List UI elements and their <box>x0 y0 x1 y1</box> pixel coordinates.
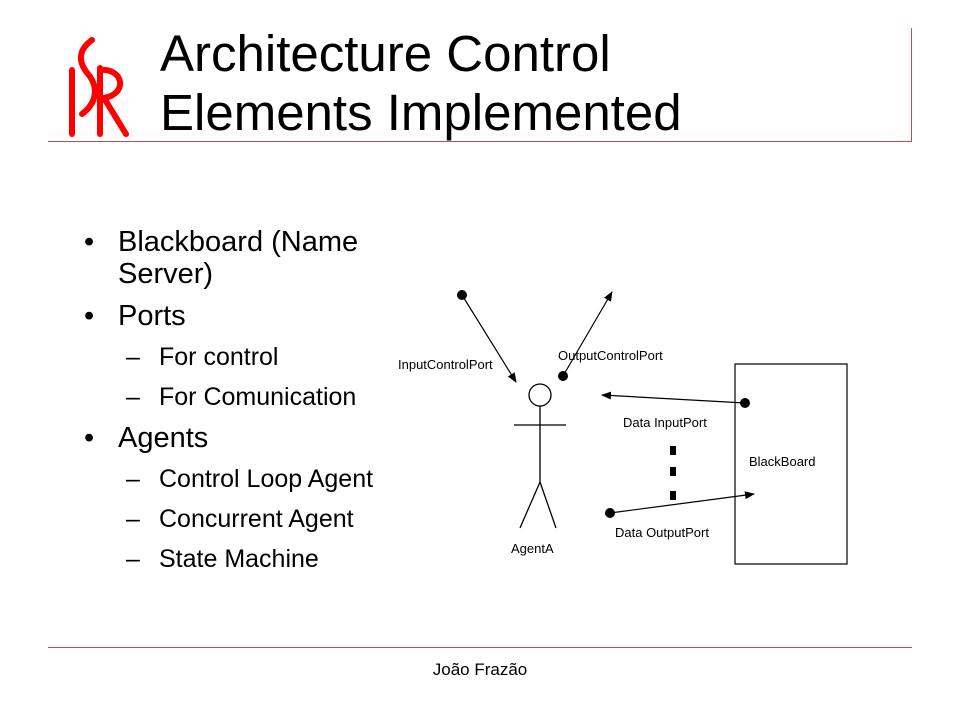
title-line-2: Elements Implemented <box>160 84 682 141</box>
bullet-ports: • Ports <box>84 300 444 332</box>
bullet-list: • Blackboard (Name Server) • Ports – For… <box>84 226 444 584</box>
title-vertical-rule <box>911 28 912 142</box>
sub-bullet-dash: – <box>126 505 140 533</box>
sub-bullet-dash: – <box>126 545 140 573</box>
footer-author: João Frazão <box>432 660 528 679</box>
sub-bullet-text: For control <box>159 343 279 371</box>
bullet-agents: • Agents <box>84 422 444 454</box>
bullet-dot: • <box>84 422 95 454</box>
agent-label: AgentA <box>511 541 554 556</box>
page-title: Architecture Control Elements Implemente… <box>160 24 900 142</box>
sub-bullet-control-loop-agent: – Control Loop Agent <box>84 464 444 494</box>
blackboard-box <box>734 363 848 565</box>
data-output-arrow <box>609 491 755 514</box>
output-control-port-label: OutputControlPort <box>558 348 663 363</box>
ellipsis-icon <box>670 446 676 500</box>
title-rule <box>48 141 912 142</box>
architecture-diagram: InputControlPort OutputControlPort Agent… <box>398 290 848 565</box>
input-control-port-label: InputControlPort <box>398 357 493 372</box>
bullet-text: Blackboard (Name <box>118 226 359 258</box>
blackboard-label: BlackBoard <box>749 454 815 469</box>
data-input-port-label: Data InputPort <box>623 415 707 430</box>
sub-bullet-dash: – <box>126 465 140 493</box>
sub-bullet-text: Control Loop Agent <box>159 465 374 493</box>
output-control-arrow <box>562 291 613 377</box>
bullet-text: Agents <box>118 422 209 454</box>
sub-bullet-for-control: – For control <box>84 342 444 372</box>
data-output-port-label: Data OutputPort <box>615 525 709 540</box>
bullet-blackboard: • Blackboard (Name Server) <box>84 226 444 290</box>
sub-bullet-for-comunication: – For Comunication <box>84 382 444 412</box>
isr-logo-icon <box>69 37 129 137</box>
sub-bullet-dash: – <box>126 343 140 371</box>
input-control-arrow <box>461 294 517 383</box>
bullet-text: Ports <box>118 300 186 332</box>
title-line-1: Architecture Control <box>160 25 611 82</box>
bullet-dot: • <box>84 226 95 258</box>
footer-rule <box>48 647 912 648</box>
sub-bullet-text: For Comunication <box>159 383 357 411</box>
agent-figure <box>514 383 566 529</box>
sub-bullet-text: State Machine <box>159 545 319 573</box>
sub-bullet-dash: – <box>126 383 140 411</box>
data-input-arrow <box>601 391 746 404</box>
sub-bullet-state-machine: – State Machine <box>84 544 444 574</box>
sub-bullet-concurrent-agent: – Concurrent Agent <box>84 504 444 534</box>
bullet-dot: • <box>84 300 95 332</box>
bullet-text-continued: Server) <box>118 258 214 290</box>
sub-bullet-text: Concurrent Agent <box>159 505 354 533</box>
